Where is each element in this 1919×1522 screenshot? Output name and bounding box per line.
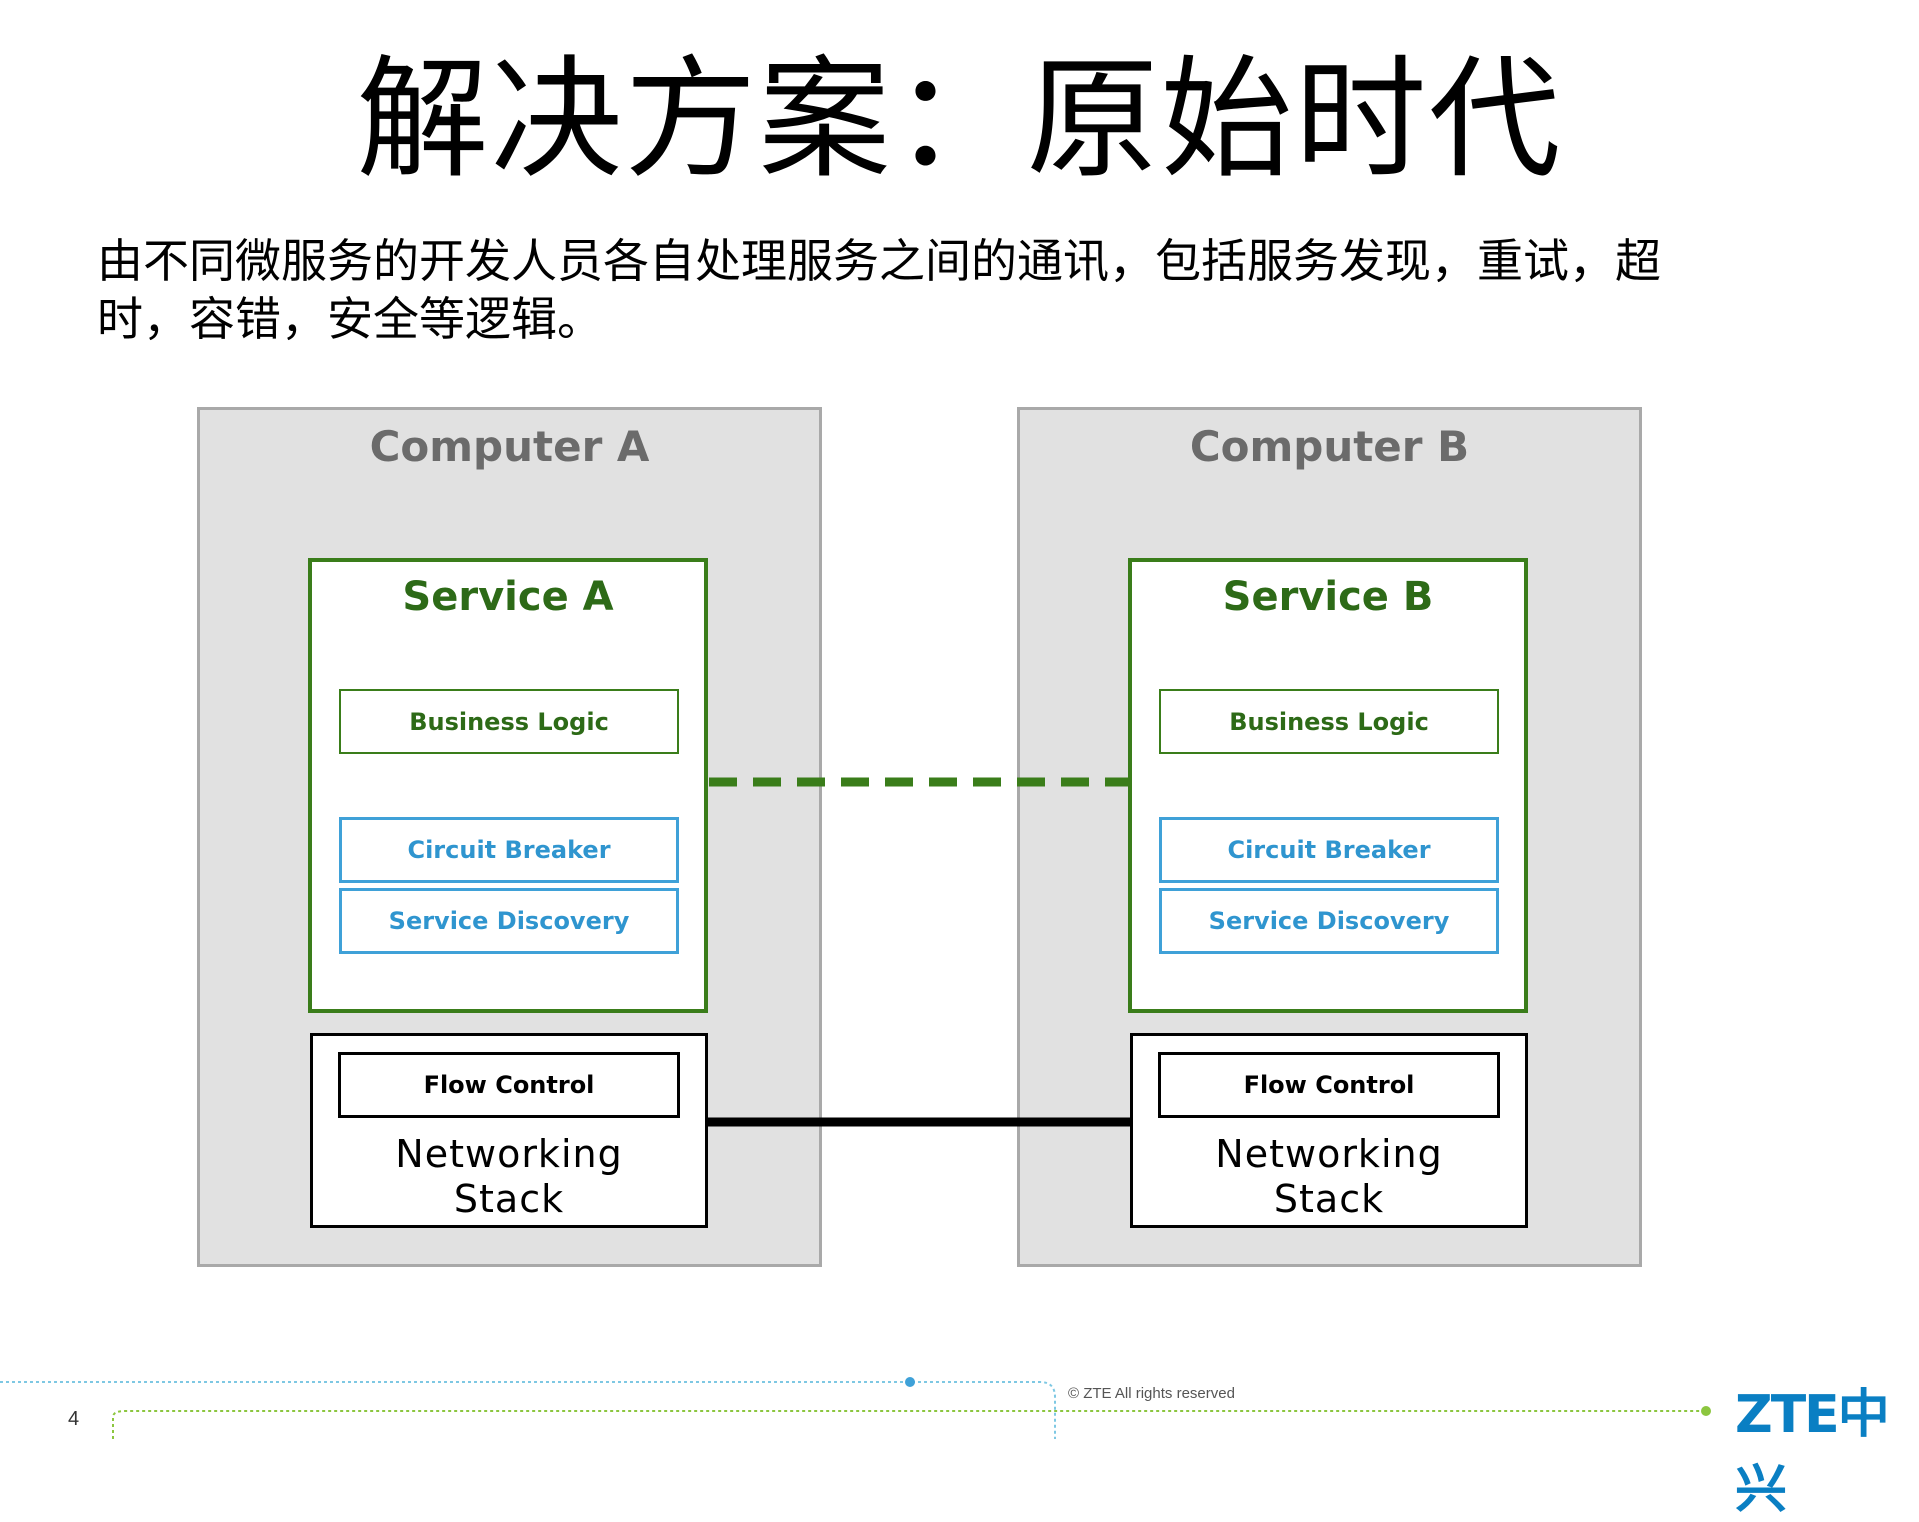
business-logic-box-b: Business Logic: [1159, 689, 1499, 754]
copyright-text: © ZTE All rights reserved: [1068, 1385, 1235, 1402]
connection-lines: [708, 777, 1130, 1127]
service-discovery-box-b: Service Discovery: [1159, 888, 1499, 954]
computer-a-title: Computer A: [369, 422, 650, 471]
footer-decoration: [0, 1377, 1711, 1439]
service-b-title: Service B: [1222, 574, 1434, 620]
footer-dotted-line-top: [0, 1381, 1056, 1439]
computer-b-title: Computer B: [1189, 422, 1470, 471]
circuit-breaker-box-a: Circuit Breaker: [339, 817, 679, 883]
networking-stack-b: Flow Control Networking Stack: [1130, 1033, 1528, 1228]
slide-body-text: 由不同微服务的开发人员各自处理服务之间的通讯，包括服务发现，重试，超时，容错，安…: [97, 234, 1661, 346]
footer-dot-green: [1701, 1406, 1711, 1416]
zte-logo: ZTE中兴: [1735, 1385, 1890, 1520]
networking-stack-a: Flow Control Networking Stack: [310, 1033, 708, 1228]
slide-title: 解决方案：原始时代: [356, 43, 1563, 197]
networking-stack-label-a-line1: Networking: [395, 1132, 623, 1176]
footer-dot-blue: [905, 1377, 915, 1387]
networking-stack-label-b-line2: Stack: [1273, 1177, 1385, 1221]
footer-dotted-line-bottom: [112, 1410, 1705, 1439]
computer-a: Computer A Service A Business Logic Circ…: [197, 407, 822, 1267]
service-b: Service B Business Logic Circuit Breaker…: [1128, 558, 1528, 1013]
business-logic-box-a: Business Logic: [339, 689, 679, 754]
service-a-title: Service A: [402, 574, 614, 620]
page-number: 4: [68, 1408, 80, 1430]
service-a: Service A Business Logic Circuit Breaker…: [308, 558, 708, 1013]
circuit-breaker-box-b: Circuit Breaker: [1159, 817, 1499, 883]
flow-control-box-b: Flow Control: [1158, 1052, 1500, 1118]
networking-stack-label-b-line1: Networking: [1215, 1132, 1443, 1176]
networking-stack-label-a-line2: Stack: [453, 1177, 565, 1221]
service-discovery-box-a: Service Discovery: [339, 888, 679, 954]
flow-control-box-a: Flow Control: [338, 1052, 680, 1118]
